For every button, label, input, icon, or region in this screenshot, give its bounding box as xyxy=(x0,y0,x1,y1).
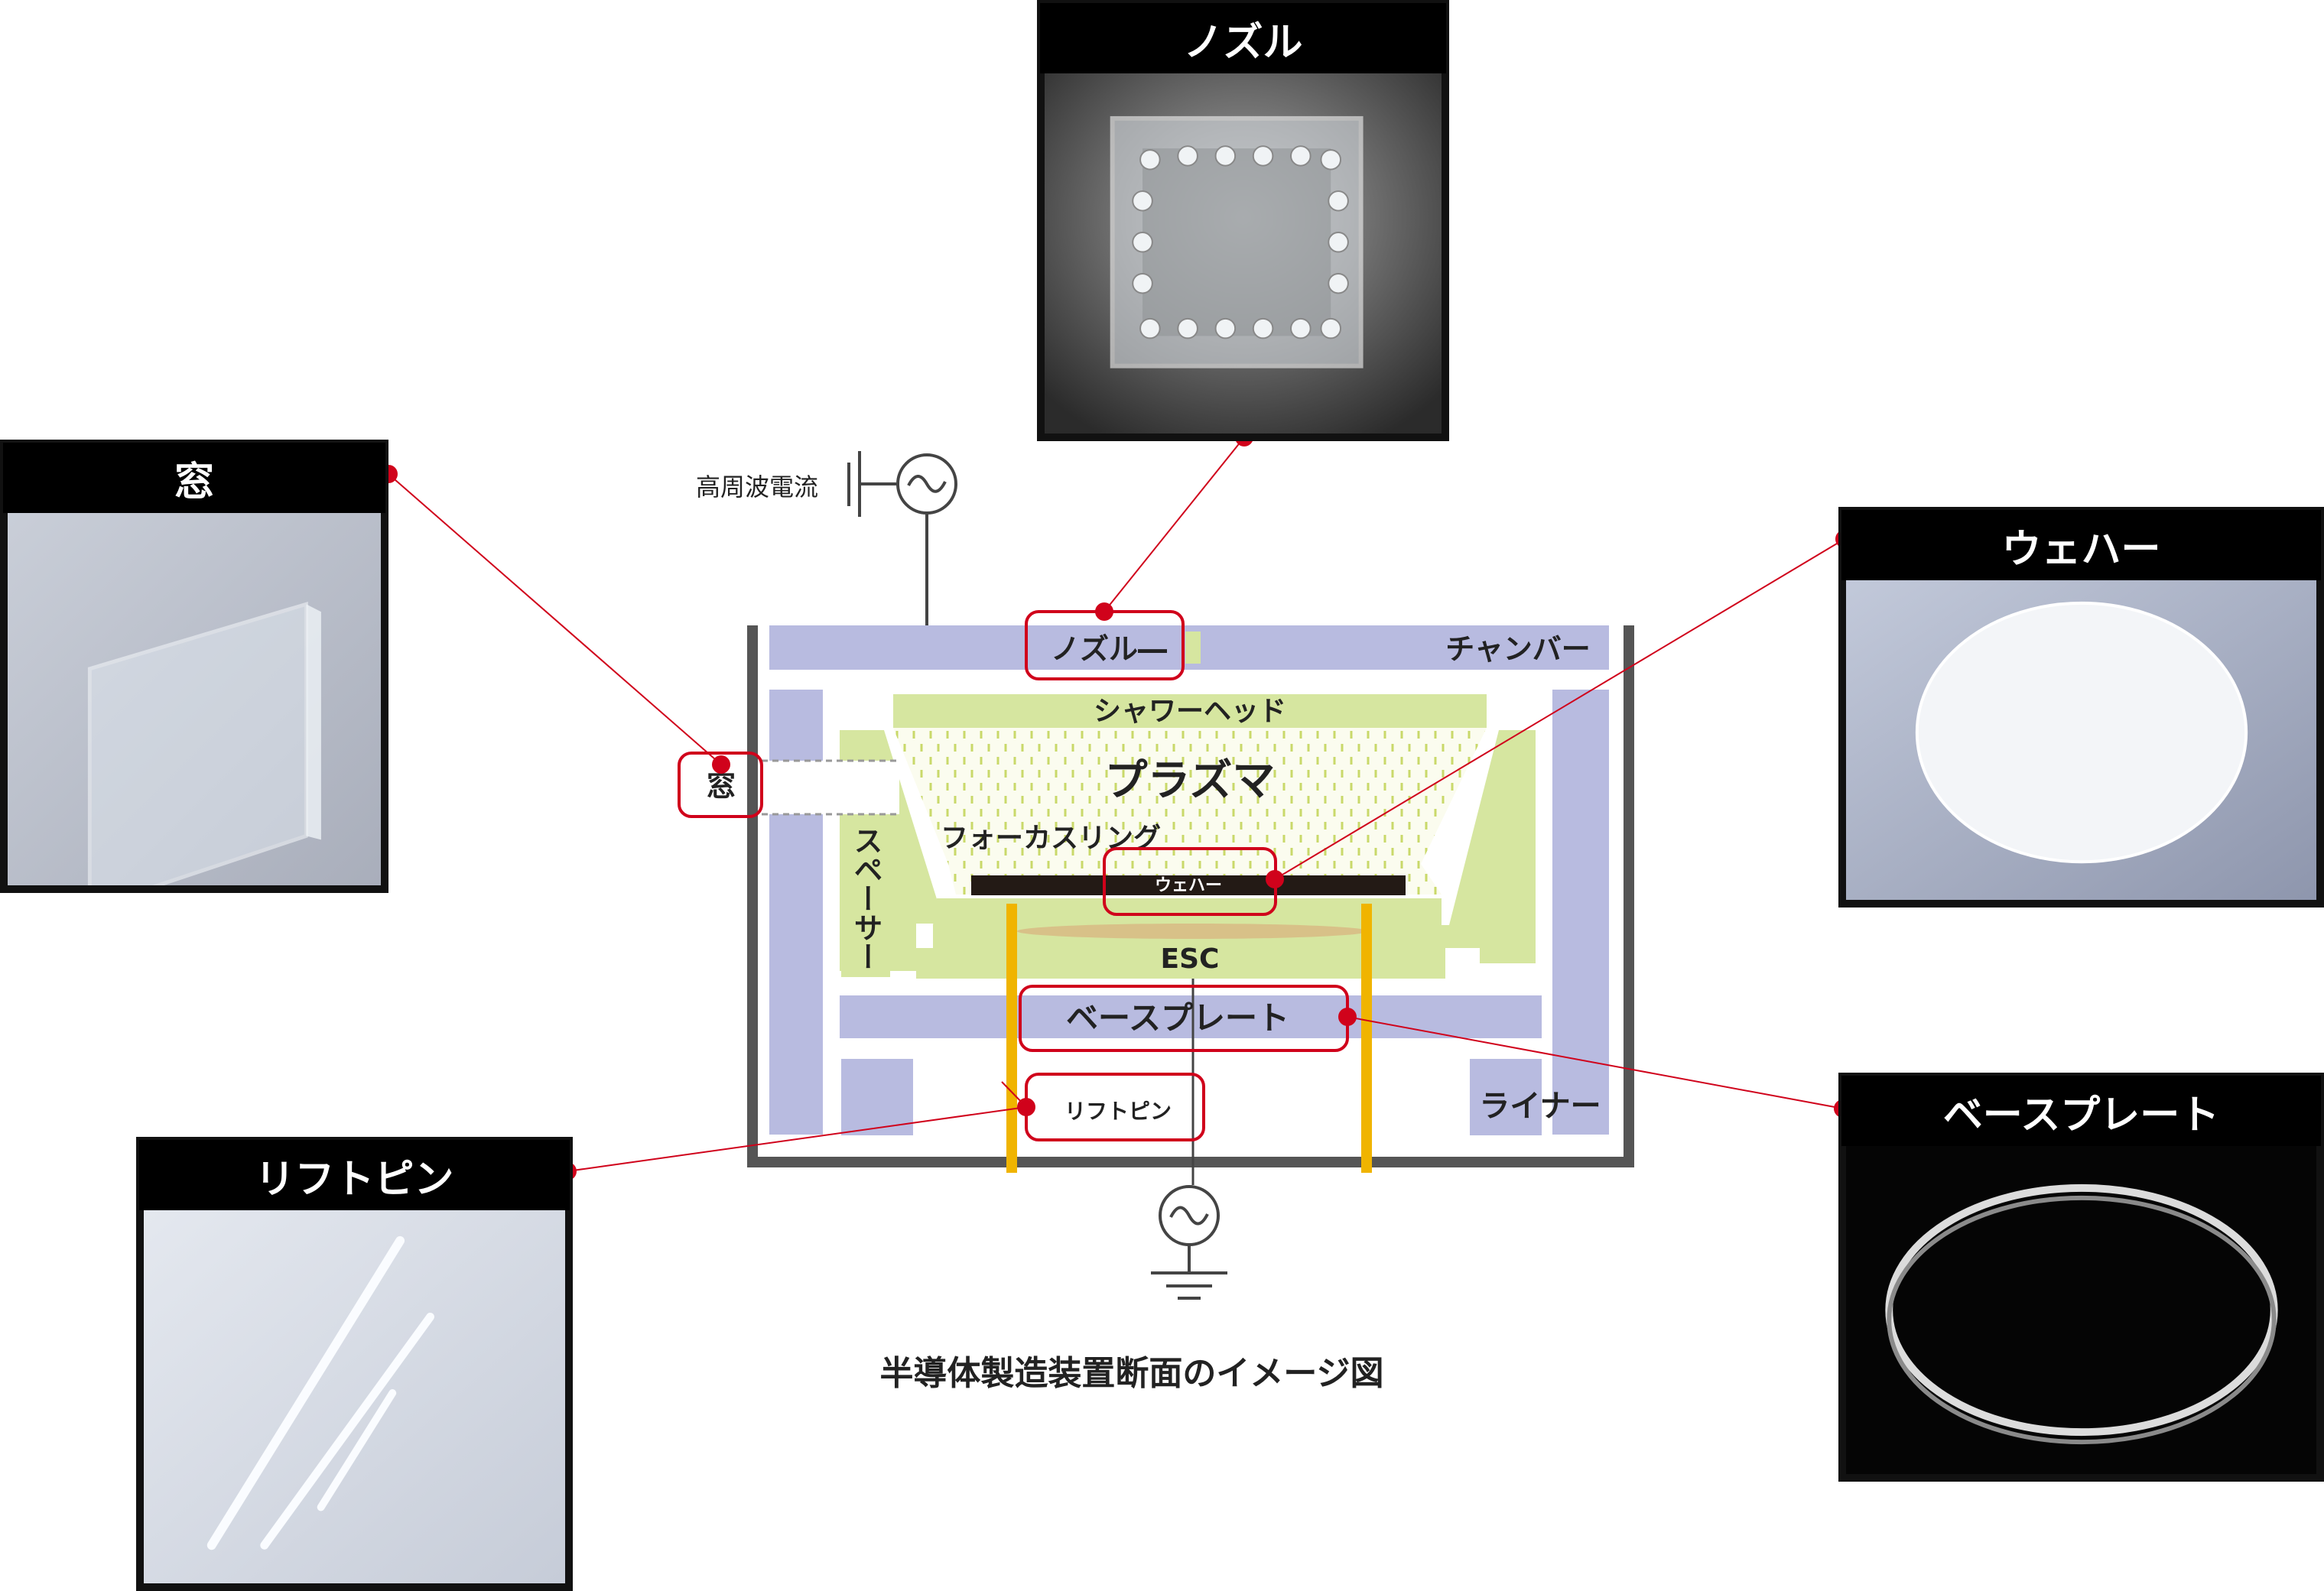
nozzle-card-title: ノズル xyxy=(1040,3,1446,73)
label-spacer: スペーサー xyxy=(849,826,882,971)
label-liner: ライナー xyxy=(1479,1089,1601,1124)
left-liner xyxy=(769,690,823,1135)
rf-source-bottom xyxy=(1151,1185,1227,1300)
window-card: 窓 xyxy=(0,440,388,893)
right-liner xyxy=(1552,690,1609,1135)
label-showerhead: シャワーヘッド xyxy=(1094,696,1286,727)
showerhead xyxy=(893,694,1487,728)
wafer xyxy=(971,875,1406,895)
lift-pin-right xyxy=(1361,904,1372,1173)
lift-pin-card: リフトピン xyxy=(136,1137,573,1591)
label-window: 窓 xyxy=(707,769,736,803)
lift-pin-photo xyxy=(144,1210,565,1583)
base-plate-card-title: ベースプレート xyxy=(1841,1076,2321,1146)
label-lift-pin: リフトピン xyxy=(1064,1099,1172,1124)
window-slot xyxy=(762,761,899,814)
diagram-caption: 半導体製造装置断面のイメージ図 xyxy=(879,1354,1384,1393)
base-plate-card: ベースプレート xyxy=(1838,1073,2324,1482)
window-card-title: 窓 xyxy=(3,443,385,513)
lift-pin-left xyxy=(1006,904,1017,1173)
label-esc: ESC xyxy=(1161,943,1220,975)
spacer xyxy=(841,887,890,977)
right-green-block xyxy=(1449,730,1536,963)
base-plate-photo xyxy=(1846,1146,2316,1474)
label-nozzle: ノズル― xyxy=(1051,632,1167,666)
rf-current-label: 高周波電流 xyxy=(696,472,818,502)
highlight-window xyxy=(678,752,763,818)
label-plasma: プラズマ xyxy=(1105,756,1276,806)
label-base-plate: ベースプレート xyxy=(1066,999,1289,1037)
wafer-card: ウェハー xyxy=(1838,507,2324,908)
plasma-region xyxy=(893,728,1487,895)
wafer-card-title: ウェハー xyxy=(1841,510,2321,580)
lift-pin-card-title: リフトピン xyxy=(139,1140,570,1210)
label-wafer: ウェハー xyxy=(1155,876,1222,895)
label-chamber: チャンバー xyxy=(1445,632,1591,666)
nozzle-photo xyxy=(1045,73,1442,433)
rf-source-top: 高周波電流 xyxy=(696,451,957,625)
chamber-wall xyxy=(747,625,1634,1167)
nozzle-card: ノズル xyxy=(1037,0,1449,441)
wafer-photo xyxy=(1846,580,2316,900)
window-photo xyxy=(8,513,381,885)
